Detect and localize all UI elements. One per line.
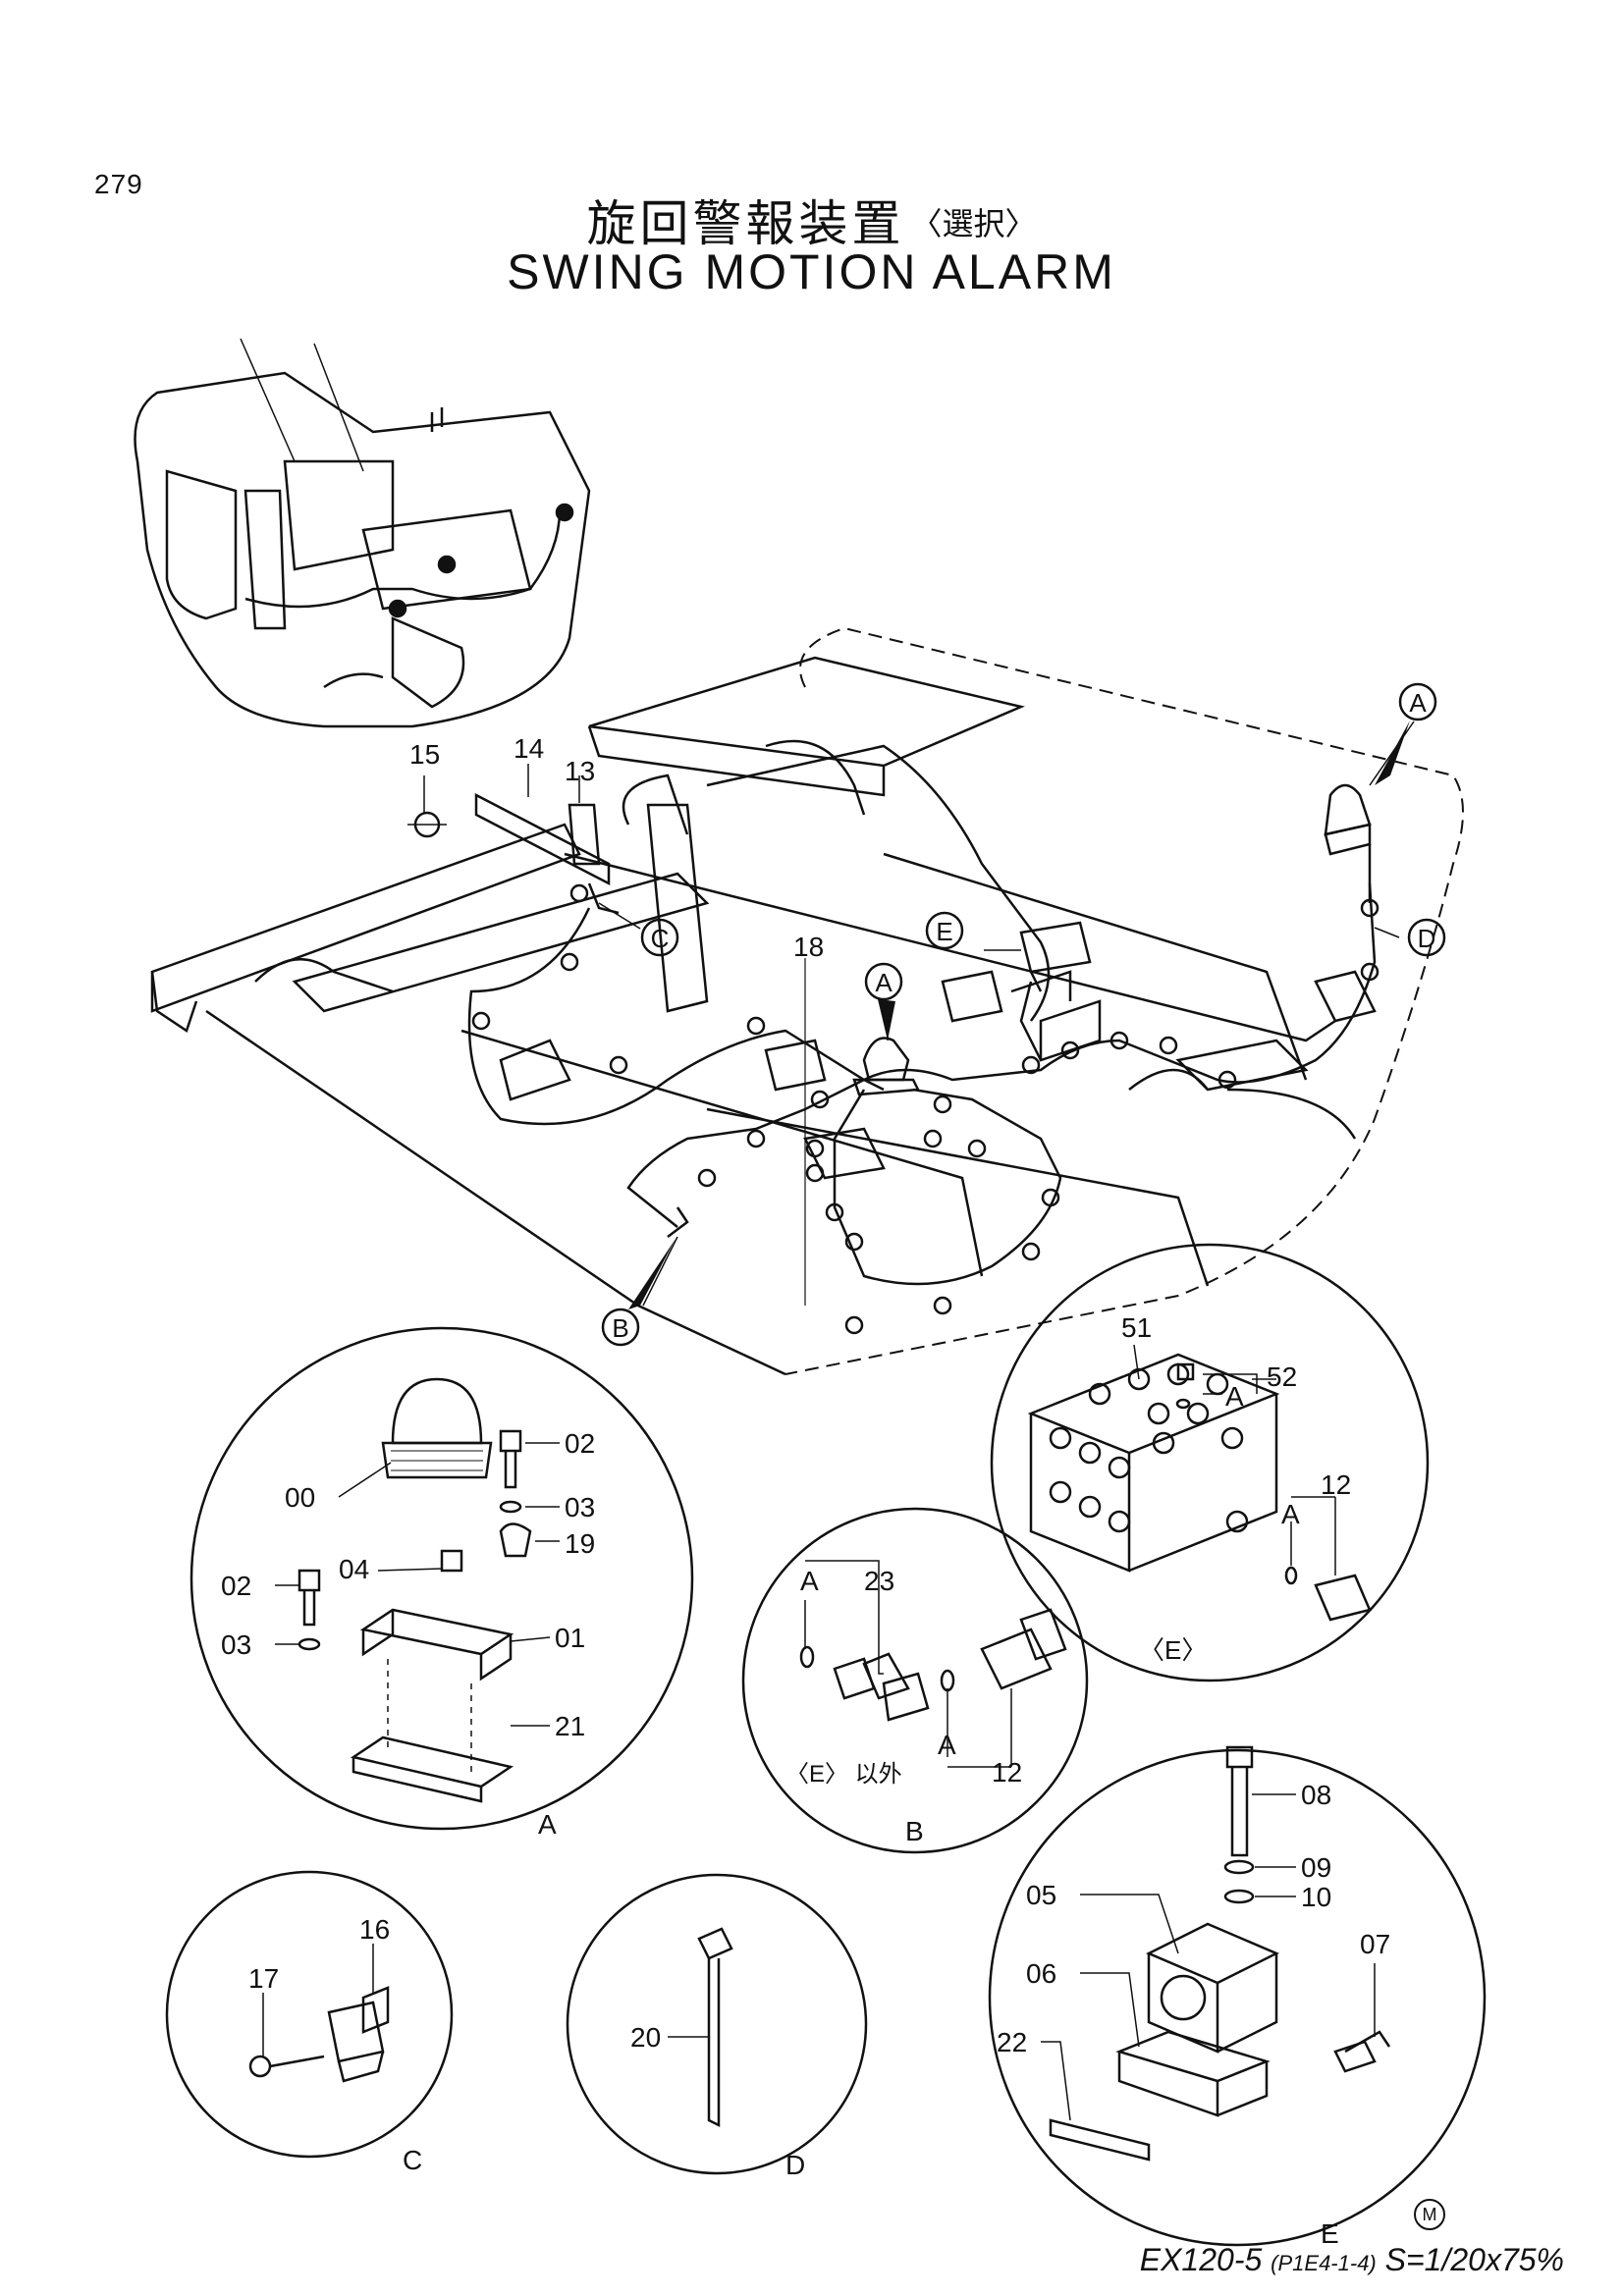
marker-E: E (925, 911, 964, 950)
footer-scale: S=1/20x75% (1384, 2242, 1564, 2277)
footer-code: (P1E4-1-4) (1271, 2251, 1377, 2275)
detail-A (189, 1326, 694, 1831)
detail-D-label: D (785, 2150, 805, 2180)
callout-E-09: 09 (1301, 1852, 1331, 1883)
callout-E-top-52: 52 (1267, 1362, 1297, 1392)
callout-E-08: 08 (1301, 1780, 1331, 1810)
upper-frame-illustration (150, 626, 1464, 1376)
callout-B-12: 12 (992, 1757, 1022, 1788)
callout-A-02a: 02 (565, 1428, 595, 1459)
marker-A-top-label: A (1409, 688, 1427, 718)
callout-E-10: 10 (1301, 1882, 1331, 1912)
callout-E-06: 06 (1026, 1958, 1056, 1989)
callout-B-23: 23 (864, 1566, 894, 1596)
callout-A-01: 01 (555, 1623, 585, 1653)
callout-E-top-A2: A (1281, 1499, 1300, 1529)
marker-D-label: D (1418, 924, 1436, 953)
detail-B-leaders (804, 1560, 1012, 1768)
callout-C-17: 17 (248, 1963, 279, 1994)
callout-A-19: 19 (565, 1528, 595, 1559)
detail-E-top (990, 1243, 1430, 1682)
callout-E-05: 05 (1026, 1880, 1056, 1910)
callout-B-A2: A (938, 1730, 956, 1760)
detail-D (566, 1873, 868, 2175)
callout-A-04: 04 (339, 1554, 369, 1584)
detail-B (741, 1507, 1089, 1854)
marker-A-center-label: A (875, 968, 893, 997)
footer-model: EX120-5 (1139, 2242, 1263, 2277)
title-jp-text: 旋回警報装置 (586, 196, 905, 251)
detail-E-label: E (1321, 2218, 1339, 2249)
callout-E-top-51: 51 (1121, 1312, 1152, 1343)
detail-E-top-leaders (1133, 1344, 1336, 1575)
detail-B-note: 〈E〉 以外 (785, 1761, 902, 1788)
detail-C-leaders (262, 1944, 374, 2056)
detail-A-label: A (538, 1809, 557, 1840)
callout-13: 13 (565, 756, 595, 786)
callout-A-21: 21 (555, 1711, 585, 1741)
marker-A-top: A (1375, 682, 1437, 785)
marker-B: B (601, 1239, 676, 1347)
callout-14: 14 (514, 733, 544, 764)
excavator-overview-illustration (134, 338, 591, 728)
page-number: 279 (94, 169, 143, 199)
title-english: SWING MOTION ALARM (507, 244, 1116, 299)
title-japanese: 旋回警報装置〈選択〉 (0, 185, 1623, 255)
callout-E-top-12: 12 (1321, 1469, 1351, 1500)
marker-D: D (1407, 918, 1446, 957)
title-jp-option: 〈選択〉 (910, 206, 1037, 241)
callout-E-07: 07 (1360, 1929, 1390, 1959)
detail-A-leaders (275, 1442, 560, 1727)
footer-caption: EX120-5 (P1E4-1-4) S=1/20x75% (1140, 2242, 1564, 2278)
detail-E (988, 1745, 1487, 2247)
detail-B-label: B (905, 1816, 924, 1846)
marker-E-label: E (936, 917, 952, 946)
mark-m: M (1414, 2199, 1445, 2230)
detail-E-leaders (1041, 1793, 1376, 2121)
callout-A-02b: 02 (221, 1571, 251, 1601)
callout-A-03a: 03 (565, 1492, 595, 1522)
callout-18: 18 (793, 932, 824, 962)
marker-B-label: B (612, 1313, 628, 1343)
detail-C (165, 1870, 454, 2159)
callout-A-00: 00 (285, 1482, 315, 1513)
callout-E-top-label: 〈E〉 (1139, 1635, 1207, 1665)
callout-A-03b: 03 (221, 1629, 251, 1660)
marker-C-label: C (651, 924, 670, 953)
callout-B-A1: A (800, 1566, 819, 1596)
callout-D-20: 20 (630, 2022, 661, 2053)
marker-C: C (640, 918, 679, 957)
wire-harness (467, 844, 1380, 1335)
callout-E-top-A1: A (1225, 1381, 1244, 1412)
detail-C-label: C (403, 2145, 422, 2175)
callout-C-16: 16 (359, 1914, 390, 1945)
callout-E-22: 22 (997, 2027, 1027, 2057)
callout-15: 15 (409, 739, 440, 770)
marker-A-center: A (864, 962, 903, 1041)
main-components (407, 783, 1372, 1238)
main-leaders (423, 721, 1415, 1307)
